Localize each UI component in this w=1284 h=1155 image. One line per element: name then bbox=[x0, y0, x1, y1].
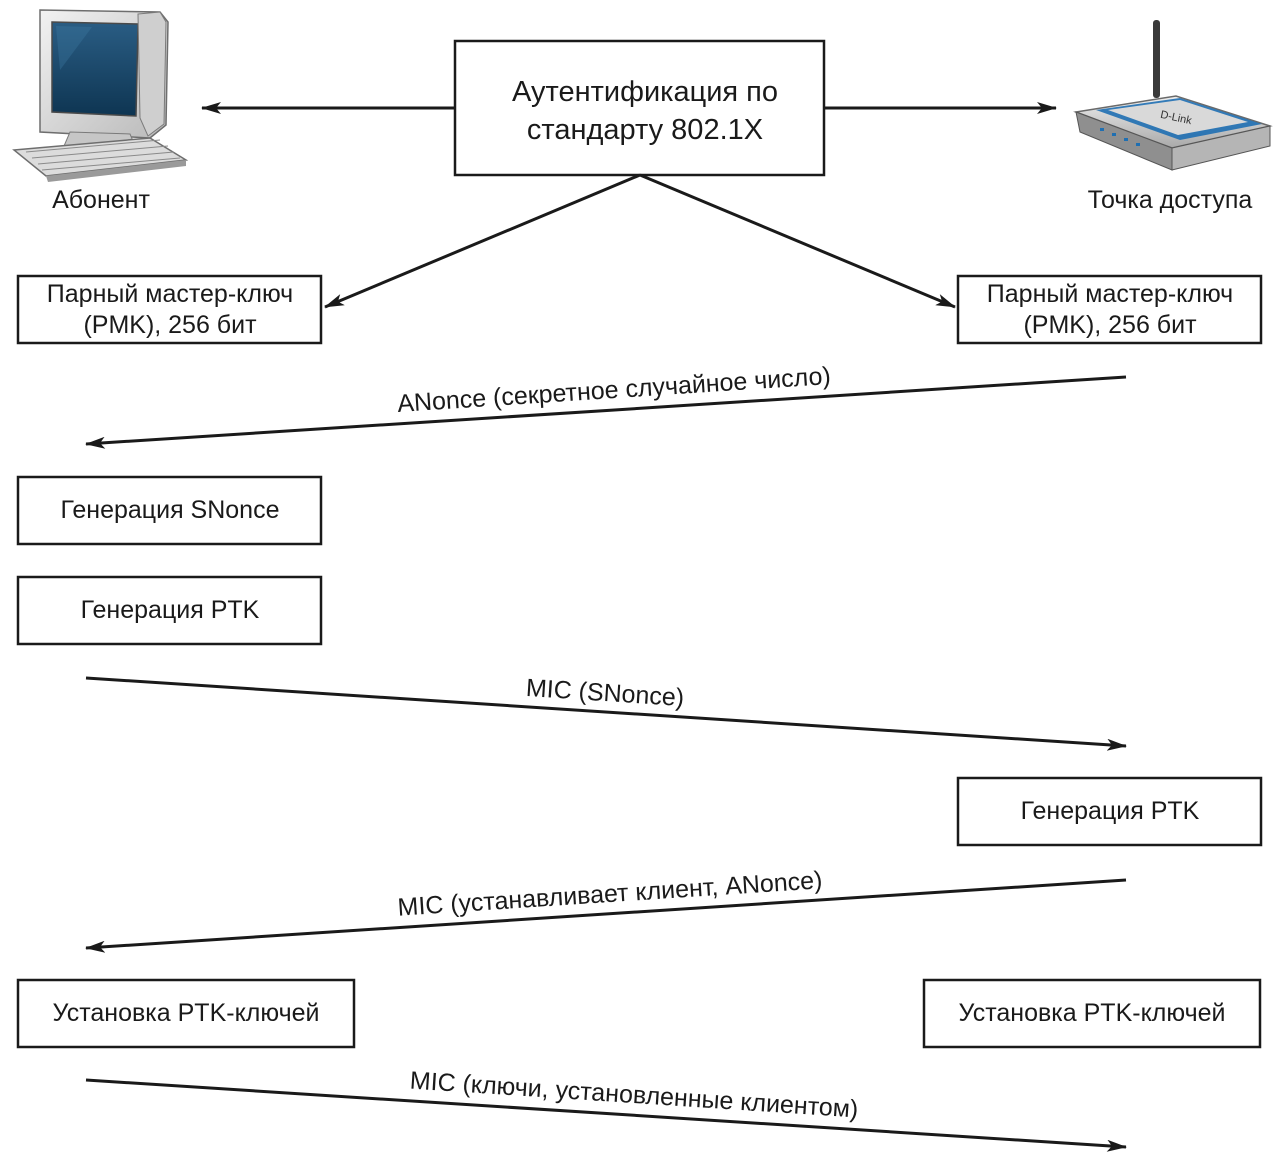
arrow-auth-to-pmk-right bbox=[639, 173, 956, 309]
arrow-mic-client-anonce bbox=[85, 878, 1127, 953]
pmk-ap-line2: (PMK), 256 бит bbox=[1023, 311, 1197, 339]
pmk-box-ap bbox=[956, 274, 1263, 345]
pmk-client-line1: Парный мастер-ключ bbox=[47, 280, 293, 308]
mic-snonce-message-label: MIC (SNonce) bbox=[525, 674, 685, 712]
arrow-mic-snonce bbox=[85, 676, 1127, 751]
client-gen-ptk-label: Генерация PTK bbox=[81, 596, 260, 624]
arrow-mic-keys bbox=[85, 1078, 1127, 1152]
auth-802-1x-box bbox=[453, 39, 826, 177]
access-point-label: Точка доступа bbox=[1088, 186, 1253, 214]
ap-gen-ptk-box bbox=[956, 776, 1263, 847]
client-install-ptk-box bbox=[16, 978, 356, 1049]
access-point-icon: D-Link bbox=[1073, 20, 1273, 171]
ap-gen-ptk-label: Генерация PTK bbox=[1021, 797, 1200, 825]
pmk-ap-line1: Парный мастер-ключ bbox=[987, 280, 1233, 308]
client-gen-snonce-label: Генерация SNonce bbox=[61, 496, 280, 524]
auth-box-line2: стандарту 802.1X bbox=[527, 114, 763, 146]
auth-box-line1: Аутентификация по bbox=[512, 76, 778, 108]
arrow-anonce bbox=[85, 375, 1127, 449]
pmk-box-client bbox=[16, 274, 323, 345]
pmk-client-line2: (PMK), 256 бит bbox=[83, 311, 257, 339]
ap-install-ptk-label: Установка PTK-ключей bbox=[959, 999, 1226, 1027]
client-install-ptk-label: Установка PTK-ключей bbox=[53, 999, 320, 1027]
arrow-auth-to-pmk-left bbox=[324, 173, 641, 309]
client-gen-snonce-box bbox=[16, 475, 323, 546]
ap-install-ptk-box bbox=[922, 978, 1262, 1049]
client-gen-ptk-box bbox=[16, 575, 323, 646]
client-label: Абонент bbox=[52, 186, 150, 214]
client-computer-icon bbox=[12, 9, 189, 182]
